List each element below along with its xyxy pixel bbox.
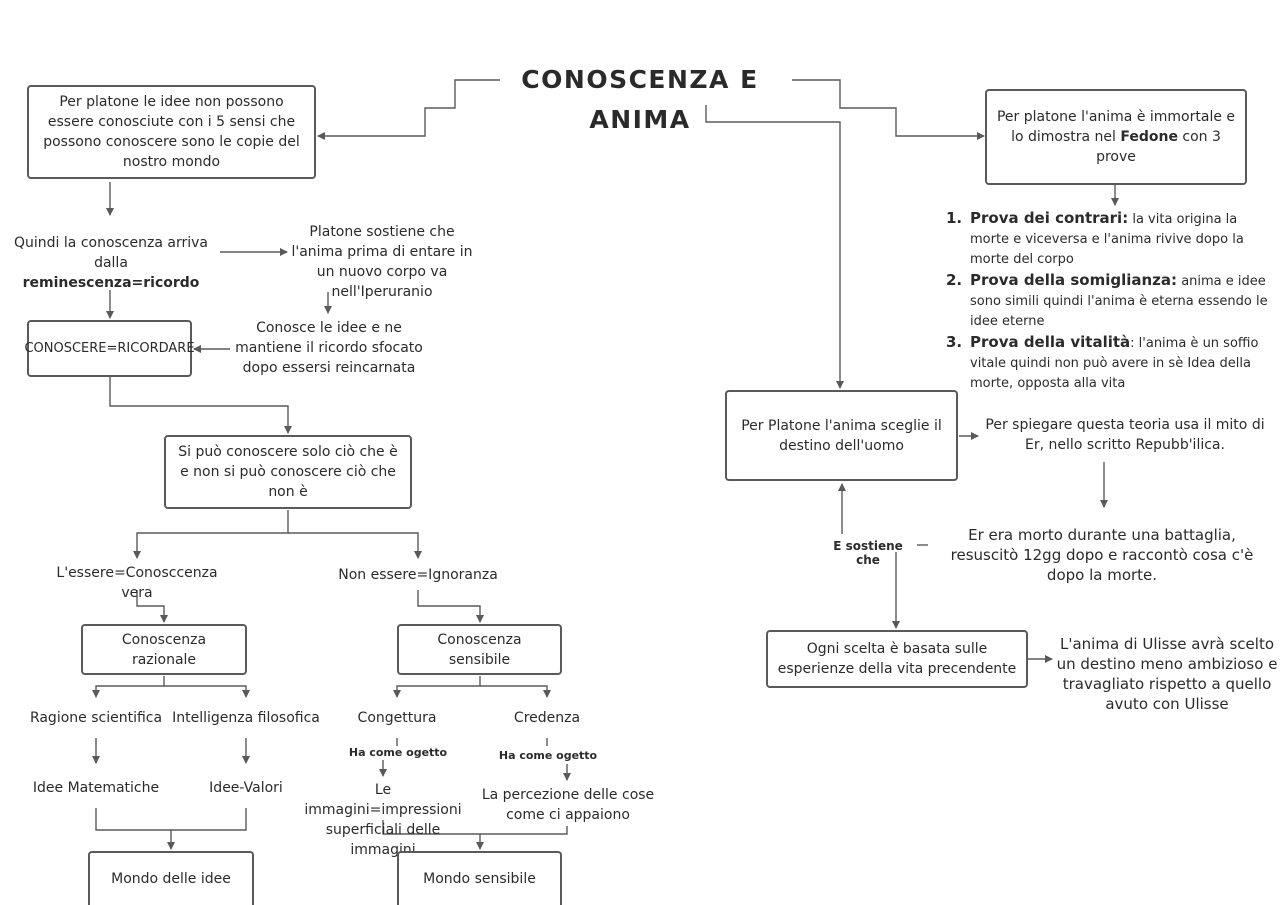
connector-nonessere-sensibile (417, 590, 484, 623)
proof-item: 3. Prova della vitalità: l'anima è un so… (946, 332, 1280, 394)
proof-number: 3. (946, 333, 963, 351)
proof-number: 1. (946, 209, 963, 227)
connector-valori-mondo (171, 808, 247, 831)
node-ulisse: L'anima di Ulisse avrà scelto un destino… (1056, 635, 1278, 713)
proof-text: la vita origina la morte e viceversa e l… (970, 212, 1244, 267)
immortale-intro: Per platone l'anima è immortale e lo dim… (996, 109, 1236, 145)
node-non-essere: Non essere=Ignoranza (338, 567, 498, 583)
proof-title: Prova della somiglianza: (970, 271, 1178, 289)
node-essere-vera: L'essere=Conosccenza vera (56, 565, 218, 601)
connector-ricordare-essere (109, 377, 292, 434)
node-iperuranio: Platone sostiene che l'anima prima di en… (291, 224, 473, 300)
node-conoscenza-razionale: Conoscenza razionale (81, 624, 247, 675)
connector-razionale-intelligenza (164, 685, 250, 698)
node-anima-immortale-text: Per platone l'anima è immortale e lo dim… (993, 107, 1239, 167)
node-conoscenza-sensibile: Conoscenza sensibile (397, 624, 562, 675)
label-ha-come-oggetto-1: Ha come ogetto (348, 746, 448, 759)
connector-vera-razionale (136, 590, 168, 623)
node-idee-valori: Idee-Valori (209, 780, 283, 796)
immortale-fedone: Fedone (1120, 129, 1178, 145)
connector-title-right (792, 79, 985, 140)
proof-text: : l'anima è un soffio vitale quindi non … (970, 336, 1259, 391)
connector-title-destino (705, 105, 844, 389)
node-mito-er: Per spiegare questa teoria usa il mito d… (985, 417, 1265, 453)
label-sostiene: E sostiene che (833, 539, 903, 567)
connector-sensibile-credenza (480, 685, 551, 698)
reminescenza-intro: Quindi la conoscenza arriva dalla (14, 235, 208, 271)
connector-immagini-mondo (382, 820, 484, 850)
proof-title: Prova dei contrari: (970, 209, 1129, 227)
proof-number: 2. (946, 271, 963, 289)
node-ragione-scientifica: Ragione scientifica (29, 710, 163, 726)
node-percezione: La percezione delle cose come ci appaion… (481, 787, 655, 823)
node-scelta: Ogni scelta è basata sulle esperienze de… (766, 630, 1028, 688)
connector-sensibile-congettura (393, 676, 481, 698)
node-er-morto: Er era morto durante una battaglia, resu… (950, 526, 1254, 584)
node-conoscere-ricordare: CONOSCERE=RICORDARE (24, 320, 195, 377)
proof-title: Prova della vitalità (970, 333, 1131, 351)
node-sensi-text: Per platone le idee non possono essere c… (43, 94, 300, 170)
node-immagini: Le immagini=impressioni superficiali del… (304, 782, 462, 858)
connector-title-left (317, 79, 500, 140)
proofs-list: 1. Prova dei contrari: la vita origina l… (946, 208, 1280, 394)
node-intelligenza-filosofica: Intelligenza filosofica (172, 710, 320, 726)
node-anima-immortale: Per platone l'anima è immortale e lo dim… (985, 89, 1247, 185)
node-mondo-idee: Mondo delle idee (88, 851, 254, 905)
immortale-outro: con 3 prove (1096, 129, 1221, 165)
proof-item: 2. Prova della somiglianza: anima e idee… (946, 270, 1280, 332)
reminescenza-key: reminescenza=ricordo (22, 275, 200, 291)
node-sensi: Per platone le idee non possono essere c… (27, 85, 316, 179)
diagram-title: CONOSCENZA E ANIMA (521, 65, 759, 134)
connector-essere-split (133, 510, 289, 559)
node-reminescenza: Quindi la conoscenza arriva dalla remine… (4, 233, 218, 293)
node-essere: Si può conoscere solo ciò che è e non si… (164, 435, 412, 509)
connector-razionale-ragione (92, 676, 165, 698)
connector-idee-mondo (95, 808, 175, 850)
node-conosce-idee: Conosce le idee e ne mantiene il ricordo… (235, 320, 423, 376)
node-idee-matematiche: Idee Matematiche (32, 780, 160, 796)
node-congettura: Congettura (357, 710, 437, 726)
proof-item: 1. Prova dei contrari: la vita origina l… (946, 208, 1280, 270)
connector-essere-nonessere (288, 532, 422, 559)
connector-percezione-mondo (480, 826, 568, 835)
node-destino: Per Platone l'anima sceglie il destino d… (725, 390, 958, 481)
node-credenza: Credenza (513, 710, 581, 726)
label-ha-come-oggetto-2: Ha come ogetto (498, 749, 598, 762)
proof-text: anima e idee sono simili quindi l'anima … (970, 274, 1268, 329)
node-mondo-sensibile: Mondo sensibile (397, 851, 562, 905)
